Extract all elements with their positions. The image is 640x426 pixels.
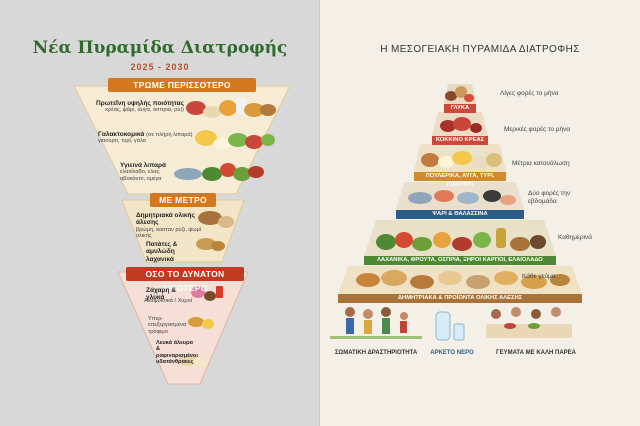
label-fats: Υγιεινά λιπαρά ελαιόλαδο, ελιές αβοκάντο… xyxy=(120,162,176,182)
sweets-image xyxy=(445,86,474,102)
poultry-dairy-image xyxy=(421,151,502,168)
label-activity: ΣΩΜΑΤΙΚΗ ΔΡΑΣΤΗΡΙΟΤΗΤΑ xyxy=(334,350,418,356)
label-meals: ΓΕΥΜΑΤΑ ΜΕ ΚΑΛΗ ΠΑΡΕΑ xyxy=(495,350,576,356)
left-title: Νέα Πυραμίδα Διατροφής xyxy=(32,38,288,58)
fats-title: Υγιεινά λιπαρά xyxy=(120,162,167,169)
mediterranean-pyramid-panel: Η ΜΕΣΟΓΕΙΑΚΗ ΠΥΡΑΜΙΔΑ ΔΙΑΤΡΟΦΗΣ xyxy=(320,0,640,426)
ribbon-eat-less: ΟΣΟ ΤΟ ΔΥΝΑΤΟΝ ΛΙΓΟΤΕΡΟ xyxy=(126,267,244,293)
note-moderate: Μέτρια κατανάλωση xyxy=(512,160,570,167)
ribbon-moderate: ΜΕ ΜΕΤΡΟ xyxy=(150,193,216,207)
healthy-fats-image xyxy=(174,163,264,181)
red-meat-image xyxy=(440,117,482,133)
dairy-foods-image xyxy=(195,130,275,150)
label-white-flour: Λευκά άλευρα & ραφιναρισμένοι υδατάνθρακ… xyxy=(156,340,198,366)
ribbon-eat-more: ΤΡΩΜΕ ΠΕΡΙΣΣΟΤΕΡΟ xyxy=(108,78,256,92)
band-dairy: ΠΟΥΛΕΡΙΚΑ, ΑΥΓΑ, ΤΥΡΙ, ΓΙΑΟΥΡΤΙ xyxy=(414,172,506,188)
note-some-times-month: Μερικές φορές το μήνα xyxy=(504,126,571,133)
label-water: ΑΡΚΕΤΟ ΝΕΡΟ xyxy=(430,350,474,356)
grains-sub: βρώμη, κασταν ρυζι, ψωμί ολικής xyxy=(136,226,202,240)
note-twice-week: Δύο φορές την εβδομάδα xyxy=(528,190,571,205)
sweets-image xyxy=(191,286,223,301)
band-sweets: ΓΛΥΚΑ xyxy=(444,104,476,113)
label-sugar: Ζάχαρη & γλυκά xyxy=(146,287,176,302)
white-flour-image xyxy=(178,354,207,367)
processed-food-image xyxy=(188,317,214,329)
label-dairy: Γαλακτοκομικά (σε πλήρη λιπαρά) γιαούρτι… xyxy=(98,131,200,145)
band-red-meat: ΚΟΚΚΙΝΟ ΚΡΕΑΣ xyxy=(432,136,488,145)
note-every-meal: Κάθε γεύμα xyxy=(522,273,556,280)
fats-sub: ελαιόλαδο, ελιές αβοκάντο, ομέγα xyxy=(120,169,162,182)
label-potatoes: Πατάτες & αμυλώδη λαχανικά xyxy=(146,241,178,263)
dairy-note: (σε πλήρη λιπαρά) xyxy=(146,132,193,138)
grains-image xyxy=(198,211,234,228)
dairy-sub: γιαούρτι, τυρί, γάλα xyxy=(98,138,146,145)
protein-title: Πρωτεΐνη υψηλής ποιότητας xyxy=(96,100,184,107)
mediterranean-pyramid-graphic xyxy=(330,84,582,341)
dairy-title: Γαλακτοκομικά xyxy=(98,131,145,138)
water-image xyxy=(435,311,465,341)
veg-fruit-image xyxy=(376,228,546,251)
right-title: Η ΜΕΣΟΓΕΙΑΚΗ ΠΥΡΑΜΙΔΑ ΔΙΑΤΡΟΦΗΣ xyxy=(380,44,580,55)
band-veg: ΛΑΧΑΝΙΚΑ, ΦΡΟΥΤΑ, ΟΣΠΡΙΑ, ΞΗΡΟΙ ΚΑΡΠΟΙ, … xyxy=(364,256,556,265)
label-grains: Δημητριακά ολικής άλεσης βρώμη, κασταν ρ… xyxy=(136,212,202,240)
inverted-pyramid-graphic xyxy=(73,85,291,385)
band-fish: ΨΑΡΙ & ΘΑΛΑΣΣΙΝΑ xyxy=(396,210,524,219)
grains-title: Δημητριακά ολικής άλεσης xyxy=(136,212,195,227)
potatoes-image xyxy=(196,238,225,251)
protein-foods-image xyxy=(186,98,276,118)
note-few-times-month: Λίγες φορές το μήνα xyxy=(500,90,559,97)
grains-image xyxy=(356,270,570,289)
physical-activity-image xyxy=(330,307,422,339)
band-grains: ΔΗΜΗΤΡΙΑΚΑ & ΠΡΟΪΟΝΤΑ ΟΛΙΚΗΣ ΑΛΕΣΗΣ xyxy=(338,294,582,303)
fish-image xyxy=(408,190,516,205)
label-protein: Πρωτεΐνη υψηλής ποιότητας κρέας, ψάρι, α… xyxy=(96,100,184,114)
note-daily: Καθημερινά xyxy=(558,234,593,241)
label-processed: Υπερ-επεξεργασμένα τρόφιμα xyxy=(148,316,187,335)
label-drinks: Αναψυκτικά / Χυμοί xyxy=(144,298,192,304)
meals-company-image xyxy=(486,307,572,338)
left-years: 2025 - 2030 xyxy=(130,62,190,72)
inverted-pyramid-panel: Νέα Πυραμίδα Διατροφής 2025 - 2030 xyxy=(32,38,291,385)
protein-sub: κρέας, ψάρι, αυγά, όσπρια, ρύζι xyxy=(105,107,184,114)
